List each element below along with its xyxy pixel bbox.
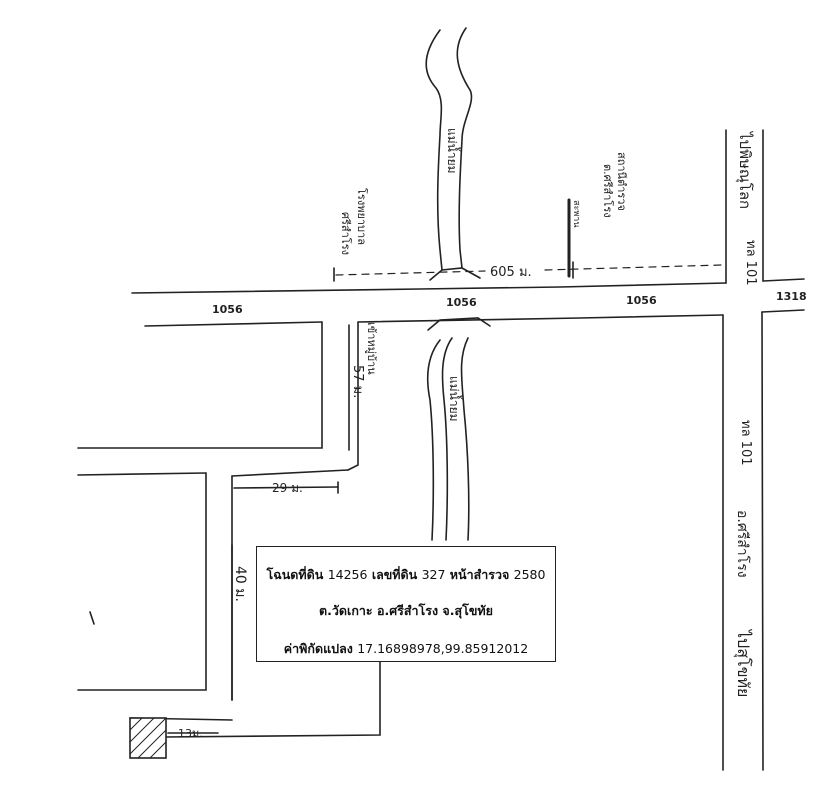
plot-number: 327 — [421, 567, 446, 582]
connector-line — [164, 661, 381, 738]
left-block-outline — [77, 321, 323, 449]
river-upper-left-bank — [425, 29, 443, 271]
river-upper-label: แม่น้ำยม — [445, 128, 461, 174]
distance-40: 40 ม. — [232, 566, 248, 602]
river-lower-right-bank — [460, 337, 470, 541]
plot-label: เลขที่ดิน — [371, 567, 418, 582]
side-road-label: เข้าหมู่บ้าน — [365, 322, 378, 375]
road-1056-lower-edge-right — [357, 314, 724, 323]
bridge-bottom — [427, 317, 491, 331]
survey-number: 2580 — [513, 567, 546, 582]
survey-label: หน้าสำรวจ — [449, 567, 510, 582]
coordinate-label: ค่าพิกัดแปลง — [283, 641, 353, 656]
police-sub-label: ต.ศรีสำโรง — [601, 164, 615, 218]
highway-bottom-label: ทล 101 — [738, 420, 753, 465]
highway-101-right-bottom — [761, 311, 764, 771]
river-lower-mid-bank — [441, 337, 453, 541]
lower-block-right — [77, 472, 207, 691]
distance-13: 13ม. — [178, 727, 203, 740]
highway-bottom-dest2: อ.ศรีสำโรง — [734, 510, 751, 578]
river-lower-label: แม่น้ำยม — [447, 376, 463, 422]
police-label: สถานีตำรวจ — [615, 152, 628, 211]
road-1318-label: 1318 — [776, 290, 807, 303]
dashed-605-left — [335, 270, 486, 276]
road-1318-lower-edge — [761, 309, 805, 313]
road-1056-label-mid: 1056 — [446, 296, 477, 309]
hospital-label: โรงพยาบาล — [355, 188, 369, 245]
stray-mark — [89, 611, 95, 625]
road-1056-upper-edge — [131, 282, 727, 294]
bridge-top — [429, 267, 481, 281]
deed-label: โฉนดที่ดิน — [266, 567, 324, 582]
deed-line: โฉนดที่ดิน 14256 เลขที่ดิน 327 หน้าสำรวจ… — [257, 565, 555, 585]
location-line: ต.วัดเกาะ อ.ศรีสำโรง จ.สุโขทัย — [319, 603, 493, 618]
coordinate-value: 17.16898978,99.85912012 — [357, 641, 529, 656]
lower-block-top — [77, 472, 207, 476]
river-lower-left-bank — [426, 339, 441, 541]
road-1056-label-right: 1056 — [626, 294, 657, 307]
road-1318-upper-edge — [762, 278, 805, 282]
road-1056-lower-edge — [144, 321, 323, 327]
highway-bottom-dest: ไปสุโขทัย — [733, 628, 753, 697]
side-road-right-edge — [347, 321, 359, 471]
hospital-sub-label: ศรีสำโรง — [339, 212, 353, 255]
river-upper-right-bank — [456, 27, 473, 269]
dashed-605-right — [544, 264, 723, 271]
deed-number: 14256 — [327, 567, 368, 582]
distance-605: 605 ม. — [490, 265, 532, 280]
distance-57: 57 ม. — [350, 365, 365, 398]
bridge-post-label: สะพาน — [571, 200, 581, 227]
side-road-bottom — [231, 469, 349, 477]
distance-29: 29 ม. — [272, 481, 303, 495]
marker-29 — [233, 486, 339, 489]
highway-top-dest: ไปพิษณุโลก — [735, 131, 754, 209]
deed-info-box: โฉนดที่ดิน 14256 เลขที่ดิน 327 หน้าสำรวจ… — [256, 546, 556, 662]
coordinate-line: ค่าพิกัดแปลง 17.16898978,99.85912012 — [257, 639, 555, 659]
plot-marker — [129, 717, 167, 759]
highway-top-label: ทล 101 — [743, 240, 758, 285]
road-1056-label-left: 1056 — [212, 303, 243, 316]
